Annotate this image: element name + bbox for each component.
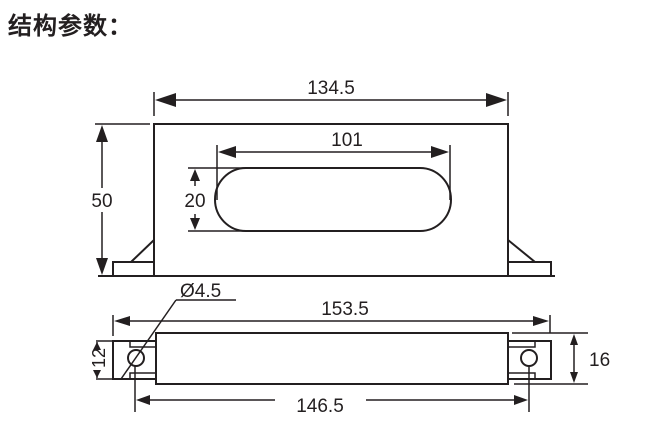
dim-overall-length: 153.5: [112, 299, 551, 336]
dim-body-height: 16: [512, 332, 610, 385]
svg-text:146.5: 146.5: [296, 396, 344, 417]
left-mounting-foot: [112, 239, 155, 277]
svg-text:12: 12: [89, 348, 109, 368]
left-mounting-hole: [127, 349, 145, 367]
front-view: 134.5 101 20 50: [91, 78, 555, 277]
svg-text:20: 20: [184, 191, 205, 212]
right-mounting-hole: [520, 349, 538, 367]
bottom-body-outline: [155, 332, 509, 385]
dim-height: 50: [91, 123, 150, 275]
dim-tab-height: 12: [89, 340, 113, 380]
svg-text:153.5: 153.5: [321, 299, 369, 320]
right-mounting-foot: [507, 239, 552, 277]
dim-overall-width: 134.5: [153, 78, 509, 116]
page-title: 结构参数：: [8, 12, 133, 40]
bottom-view: Ø4.5 153.5 12 16: [89, 281, 610, 417]
dim-slot-length: 101: [216, 130, 451, 200]
svg-text:50: 50: [91, 191, 112, 212]
svg-text:Ø4.5: Ø4.5: [180, 281, 221, 302]
svg-text:134.5: 134.5: [307, 78, 355, 99]
oval-slot: [214, 167, 452, 232]
svg-text:16: 16: [589, 350, 610, 371]
svg-text:101: 101: [331, 130, 363, 151]
dim-hole-spacing: 146.5: [134, 366, 530, 417]
dim-slot-height: 20: [184, 167, 246, 232]
dim-hole-diameter: Ø4.5: [120, 281, 236, 380]
